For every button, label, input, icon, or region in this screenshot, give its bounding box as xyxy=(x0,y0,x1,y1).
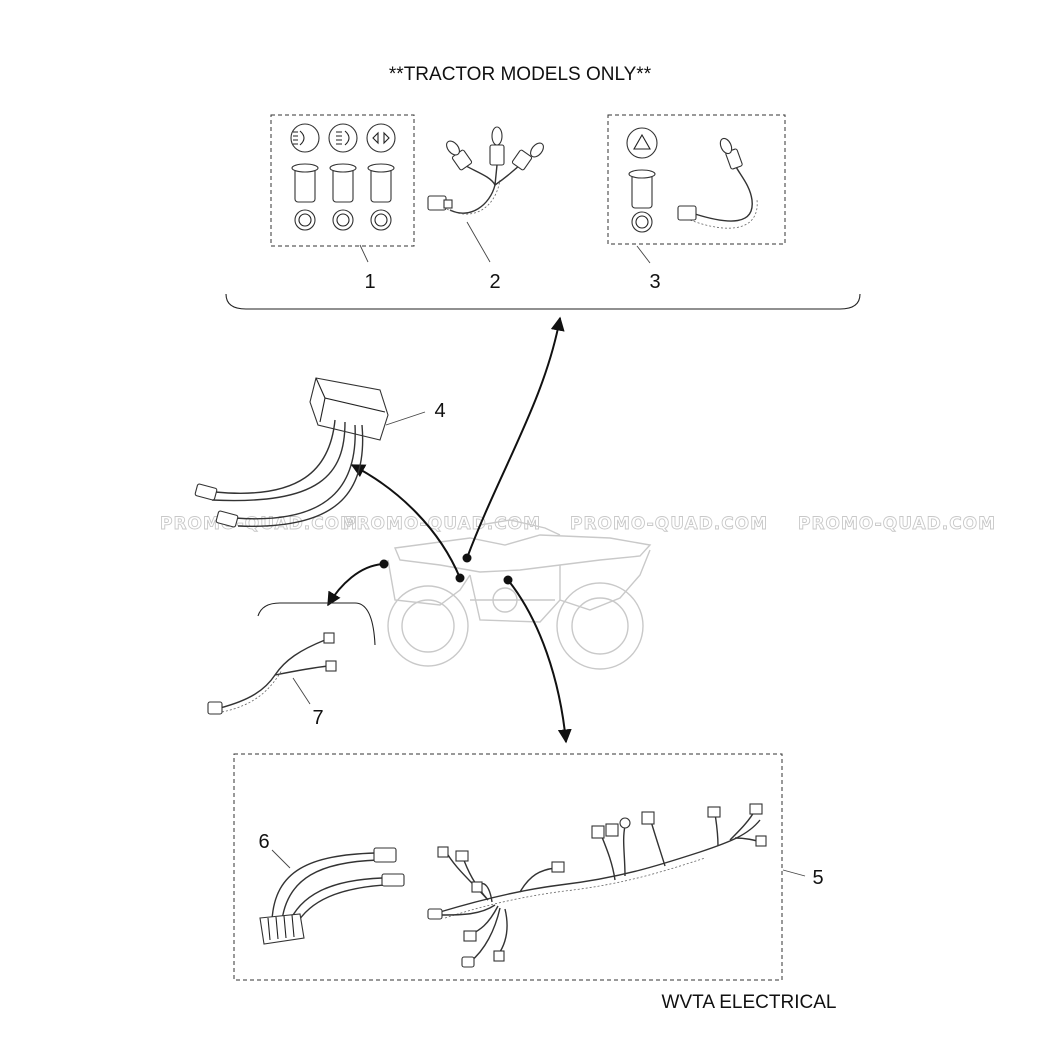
connector-plug xyxy=(677,205,697,221)
svg-text:PROMO-QUAD.COM: PROMO-QUAD.COM xyxy=(160,514,358,534)
connector-plug xyxy=(323,632,335,644)
callout-3: 3 xyxy=(649,271,660,293)
connector-plug xyxy=(427,803,767,968)
leader-1 xyxy=(359,244,369,263)
turn-signal-symbol-icon xyxy=(366,123,396,153)
callout-1: 1 xyxy=(364,271,375,293)
bulb-holder xyxy=(446,126,544,171)
part-group-1: 1 xyxy=(270,114,415,293)
group-bracket xyxy=(225,293,861,310)
svg-text:PROMO-QUAD.COM: PROMO-QUAD.COM xyxy=(798,514,996,534)
connector-plug xyxy=(215,510,239,528)
connector-plug xyxy=(207,701,223,715)
atv-illustration xyxy=(387,519,652,670)
leader-5 xyxy=(782,869,806,877)
part-group-4: 4 xyxy=(194,377,446,528)
callout-6: 6 xyxy=(258,831,269,853)
dashed-frame-3 xyxy=(607,114,786,245)
part-group-6: 6 xyxy=(258,831,405,945)
pointer-arrows xyxy=(327,316,572,744)
hazard-symbol-icon xyxy=(626,127,658,159)
control-module xyxy=(309,377,389,441)
leader-2 xyxy=(466,221,491,263)
connector-plug xyxy=(427,195,453,211)
retaining-clip xyxy=(631,211,653,233)
part-group-2: 2 xyxy=(427,126,544,293)
connector-block xyxy=(259,913,305,945)
header-title: **TRACTOR MODELS ONLY** xyxy=(389,64,652,85)
dashed-frame-1 xyxy=(270,114,415,247)
group-bracket-7 xyxy=(257,602,376,646)
part-group-3: 3 xyxy=(607,114,786,293)
headlight-symbol-icon xyxy=(290,123,320,153)
high-beam-symbol-icon xyxy=(328,123,358,153)
lamp-socket xyxy=(631,173,653,209)
connector-plug xyxy=(381,873,405,887)
dashed-frame-5 xyxy=(233,753,783,981)
leader-7 xyxy=(292,677,311,705)
part-group-7: 7 xyxy=(207,602,376,729)
lamp-socket xyxy=(291,163,395,203)
connector-plug xyxy=(373,847,397,863)
connector-plug xyxy=(325,660,337,672)
callout-2: 2 xyxy=(489,271,500,293)
retaining-clip xyxy=(294,209,392,231)
callout-7: 7 xyxy=(312,707,323,729)
svg-text:PROMO-QUAD.COM: PROMO-QUAD.COM xyxy=(570,514,768,534)
part-group-5: 5 xyxy=(427,803,824,968)
callout-4: 4 xyxy=(434,400,445,422)
leader-3 xyxy=(636,245,651,264)
leader-6 xyxy=(271,849,291,869)
footer-caption: WVTA ELECTRICAL xyxy=(662,992,837,1013)
leader-4 xyxy=(385,411,426,426)
callout-5: 5 xyxy=(812,867,823,889)
svg-text:PROMO-QUAD.COM: PROMO-QUAD.COM xyxy=(343,514,541,534)
connector-plug xyxy=(194,483,218,501)
